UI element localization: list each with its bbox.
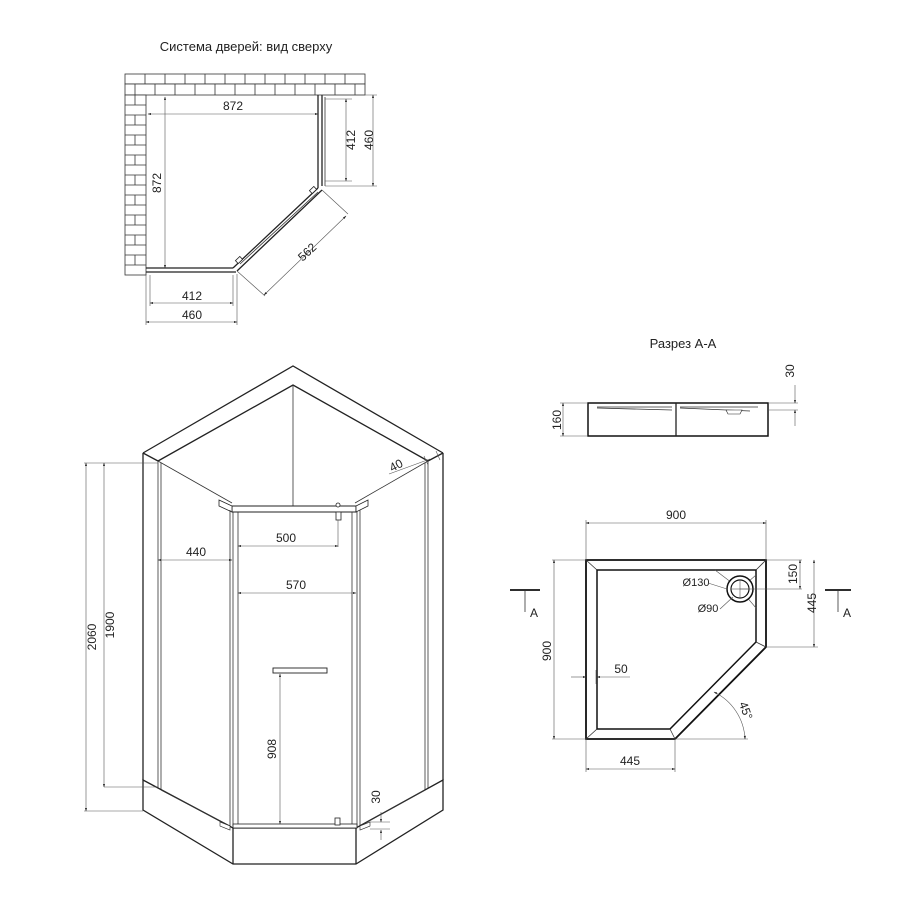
top-view-title: Система дверей: вид сверху: [160, 39, 333, 54]
section-marker-left: A: [510, 589, 540, 620]
dim-1900: 1900: [103, 611, 117, 638]
dim-562-diagonal: 562: [295, 240, 319, 264]
dim-460-bottom: 460: [182, 308, 202, 322]
dim-570: 570: [286, 578, 306, 592]
dim-908: 908: [265, 739, 279, 759]
dim-30-section: 30: [783, 364, 797, 378]
dim-angle-45: 45°: [736, 700, 755, 722]
dim-412-right: 412: [344, 130, 358, 150]
top-view-dimensions: 872 872 412 460 562 412: [145, 94, 377, 325]
dim-150: 150: [786, 564, 800, 584]
dim-40: 40: [387, 456, 406, 475]
dim-445-bottom: 445: [620, 754, 640, 768]
section-view: Разрез А-А 160 30: [550, 336, 798, 437]
tray-plan-view: 900 900 150 445 50 445 45° Ø130 Ø90: [510, 508, 851, 772]
dim-2060: 2060: [85, 623, 99, 650]
dim-160: 160: [550, 410, 564, 430]
dim-872-top: 872: [223, 99, 243, 113]
dim-412-bottom: 412: [182, 289, 202, 303]
dim-460-right: 460: [362, 130, 376, 150]
dim-30-front: 30: [369, 790, 383, 804]
front-view-dimensions: 2060 1900 440 500 570 908 30: [84, 450, 441, 840]
dim-440: 440: [186, 545, 206, 559]
section-marker-right: A: [825, 589, 851, 620]
dim-872-left: 872: [150, 173, 164, 193]
top-view: Система дверей: вид сверху: [124, 39, 377, 325]
door-handle: [272, 667, 328, 674]
front-view: 2060 1900 440 500 570 908 30: [84, 365, 444, 865]
dim-900-top: 900: [666, 508, 686, 522]
section-title: Разрез А-А: [650, 336, 717, 351]
dim-50: 50: [614, 662, 628, 676]
brick-wall: [124, 73, 366, 276]
dim-900-left: 900: [540, 641, 554, 661]
svg-text:A: A: [530, 606, 538, 620]
dim-d130: Ø130: [683, 577, 710, 589]
svg-text:A: A: [843, 606, 851, 620]
glass-panels-plan: [146, 95, 326, 273]
dim-500: 500: [276, 531, 296, 545]
dim-445-right: 445: [805, 593, 819, 613]
dim-d90: Ø90: [698, 603, 719, 615]
